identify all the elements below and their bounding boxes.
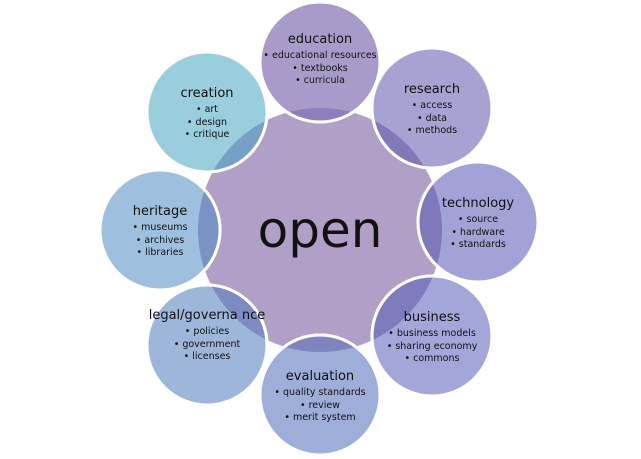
node-7: creation artdesigncritique (147, 86, 267, 142)
node-item: hardware (418, 227, 538, 240)
node-title: creation (180, 86, 234, 101)
node-title: legal/governa nce (148, 308, 266, 323)
node-item: standards (418, 239, 538, 252)
node-items: policiesgovernmentlicenses (147, 326, 267, 364)
node-item: art (147, 104, 267, 117)
node-item: government (147, 339, 267, 352)
node-items: artdesigncritique (147, 104, 267, 142)
node-items: sourcehardwarestandards (418, 214, 538, 252)
node-title: heritage (132, 204, 188, 219)
node-item: libraries (100, 247, 220, 260)
node-items: museumsarchiveslibraries (100, 222, 220, 260)
overlap-region (258, 108, 382, 124)
node-item: review (260, 400, 380, 413)
node-item: access (372, 100, 492, 113)
node-item: quality standards (260, 387, 380, 400)
overlap-region (258, 333, 382, 352)
node-3: business business modelssharing economyco… (372, 310, 492, 366)
node-item: critique (147, 129, 267, 142)
node-title: research (403, 82, 461, 97)
node-item: source (418, 214, 538, 227)
node-5: legal/governa nce policiesgovernmentlicen… (147, 308, 267, 364)
node-4: evaluation quality standardsreviewmerit s… (260, 369, 380, 425)
node-item: design (147, 117, 267, 130)
node-title: technology (441, 196, 515, 211)
node-items: business modelssharing economycommons (372, 328, 492, 366)
node-1: research accessdatamethods (372, 82, 492, 138)
node-item: sharing economy (372, 341, 492, 354)
node-item: licenses (147, 351, 267, 364)
node-item: textbooks (260, 63, 380, 76)
node-item: commons (372, 353, 492, 366)
node-item: archives (100, 235, 220, 248)
node-item: curricula (260, 75, 380, 88)
node-item: museums (100, 222, 220, 235)
node-item: educational resources (260, 50, 380, 63)
overlap-region (198, 168, 222, 292)
node-items: accessdatamethods (372, 100, 492, 138)
node-0: education educational resourcestextbooksc… (260, 32, 380, 88)
center-label: open (257, 201, 383, 259)
node-item: business models (372, 328, 492, 341)
node-title: evaluation (285, 369, 355, 384)
node-items: educational resourcestextbookscurricula (260, 50, 380, 88)
node-items: quality standardsreviewmerit system (260, 387, 380, 425)
node-item: policies (147, 326, 267, 339)
node-item: data (372, 113, 492, 126)
node-title: business (403, 310, 461, 325)
node-item: merit system (260, 412, 380, 425)
node-item: methods (372, 125, 492, 138)
node-2: technology sourcehardwarestandards (418, 196, 538, 252)
node-6: heritage museumsarchiveslibraries (100, 204, 220, 260)
node-title: education (287, 32, 353, 47)
center-shape (198, 108, 442, 352)
